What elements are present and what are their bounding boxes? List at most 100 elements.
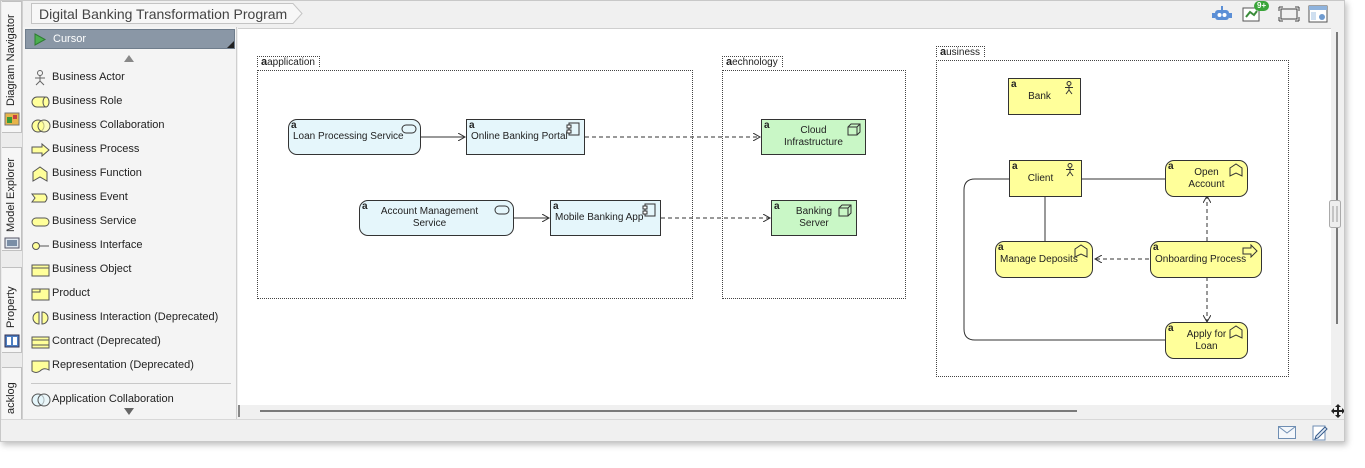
cursor-icon	[34, 33, 47, 46]
palette-item-label: Business Event	[52, 191, 128, 203]
node-open-account[interactable]: a Open Account	[1165, 160, 1248, 197]
palette-item-business-actor[interactable]: Business Actor	[29, 67, 234, 89]
robot-icon[interactable]	[1211, 4, 1233, 24]
node-label: Manage Deposits	[1000, 253, 1078, 265]
node-marker: a	[1012, 161, 1018, 172]
group-business-tab[interactable]: ausiness	[936, 46, 986, 58]
node-cloud-infrastructure[interactable]: a Cloud Infrastructure	[761, 119, 866, 155]
palette-item-business-interface[interactable]: Business Interface	[29, 235, 234, 257]
app-window: Digital Banking Transformation Program 9…	[0, 0, 1345, 442]
node-bank[interactable]: a Bank	[1008, 78, 1081, 115]
business-function-icon	[1074, 244, 1088, 258]
diagram-canvas[interactable]: aapplication aechnology ausiness a Loan …	[238, 28, 1331, 405]
notification-icon[interactable]	[1241, 4, 1263, 24]
pan-move-icon[interactable]	[1331, 404, 1345, 418]
node-loan-processing-service[interactable]: a Loan Processing Service	[288, 119, 421, 155]
node-label: Online Banking Portal	[471, 131, 568, 142]
palette-item-business-role[interactable]: Business Role	[29, 91, 234, 113]
node-label: Onboarding Process	[1155, 253, 1247, 265]
group-application[interactable]	[257, 70, 693, 299]
palette-item-label: Business Function	[52, 167, 142, 179]
palette-item-application-collaboration[interactable]: Application Collaboration	[29, 389, 234, 411]
palette-cursor-label: Cursor	[53, 33, 87, 45]
node-marker: a	[469, 120, 475, 131]
contract-icon	[31, 336, 50, 349]
breadcrumb-label: Digital Banking Transformation Program	[39, 6, 288, 22]
business-interaction-icon	[32, 311, 49, 325]
node-banking-server[interactable]: a Banking Server	[771, 200, 857, 236]
palette-item-representation[interactable]: Representation (Deprecated)	[29, 355, 234, 377]
edit-note-icon[interactable]	[1312, 424, 1329, 441]
palette-item-business-collaboration[interactable]: Business Collaboration	[29, 115, 234, 137]
group-technology[interactable]	[722, 70, 906, 299]
palette-item-label: Product	[52, 287, 90, 299]
palette-item-business-process[interactable]: Business Process	[29, 139, 234, 161]
tab-label: Diagram Navigator	[5, 14, 17, 106]
palette-item-label: Business Interaction (Deprecated)	[52, 311, 219, 323]
assignment-connector[interactable]	[963, 178, 1165, 341]
palette-item-label: Business Actor	[52, 71, 125, 83]
vertical-scrollbar[interactable]	[1329, 28, 1344, 405]
node-label: Loan Processing Service	[293, 131, 404, 142]
element-palette: Cursor Business Actor Business Role Busi…	[23, 27, 237, 419]
resize-grip-icon[interactable]	[1329, 200, 1341, 228]
group-marker: a	[726, 56, 733, 68]
scroll-down-icon[interactable]	[123, 407, 135, 417]
palette-item-contract[interactable]: Contract (Deprecated)	[29, 331, 234, 353]
node-label: Bank	[1028, 90, 1051, 102]
palette-item-business-function[interactable]: Business Function	[29, 163, 234, 185]
business-event-icon	[31, 193, 48, 203]
palette-item-business-service[interactable]: Business Service	[29, 211, 234, 233]
group-technology-tab[interactable]: aechnology	[722, 56, 783, 68]
palette-item-business-object[interactable]: Business Object	[29, 259, 234, 281]
palette-item-product[interactable]: Product	[29, 283, 234, 305]
group-application-tab[interactable]: aapplication	[257, 56, 320, 68]
business-service-icon	[31, 217, 50, 227]
palette-cursor-tool[interactable]: Cursor	[25, 29, 235, 49]
group-business[interactable]	[936, 60, 1289, 377]
node-online-banking-portal[interactable]: a Online Banking Portal	[466, 119, 585, 155]
palette-item-business-event[interactable]: Business Event	[29, 187, 234, 209]
technology-node-icon	[838, 204, 852, 217]
node-apply-for-loan[interactable]: a Apply for Loan	[1165, 322, 1248, 359]
node-onboarding-process[interactable]: a Onboarding Process	[1150, 241, 1262, 278]
business-actor-icon	[35, 70, 45, 86]
node-marker: a	[1153, 242, 1159, 253]
breadcrumb[interactable]: Digital Banking Transformation Program	[31, 3, 303, 24]
tab-label: acklog	[5, 382, 17, 414]
tab-property[interactable]: Property	[2, 267, 22, 353]
palette-item-label: Business Object	[52, 263, 132, 275]
breadcrumb-shape	[31, 3, 303, 24]
top-bar: Digital Banking Transformation Program 9…	[1, 1, 1344, 27]
layout-settings-icon[interactable]	[1307, 4, 1329, 24]
node-label: Cloud Infrastructure	[784, 125, 843, 148]
property-icon	[4, 334, 20, 348]
node-client[interactable]: a Client	[1009, 160, 1082, 197]
node-label: Open Account	[1188, 166, 1225, 190]
node-label: Client	[1027, 172, 1054, 184]
mail-icon[interactable]	[1278, 426, 1296, 439]
tab-diagram-navigator[interactable]: Diagram Navigator	[2, 1, 22, 133]
fit-diagram-icon[interactable]	[1278, 4, 1300, 24]
scroll-up-icon[interactable]	[123, 53, 135, 63]
node-marker: a	[1168, 323, 1174, 334]
horizontal-scrollbar[interactable]	[238, 405, 1331, 419]
node-label: Banking Server	[795, 206, 833, 229]
tab-model-explorer[interactable]: Model Explorer	[2, 147, 22, 251]
palette-divider	[31, 383, 231, 384]
application-component-icon	[642, 203, 656, 217]
node-marker: a	[362, 201, 368, 212]
palette-item-business-interaction[interactable]: Business Interaction (Deprecated)	[29, 307, 234, 329]
tab-backlog[interactable]: acklog	[2, 367, 22, 427]
business-collaboration-icon	[31, 119, 51, 133]
palette-item-label: Application Collaboration	[52, 393, 174, 405]
vertical-scroll-thumb[interactable]	[1336, 32, 1338, 324]
node-manage-deposits[interactable]: a Manage Deposits	[995, 241, 1093, 278]
application-collaboration-icon	[31, 393, 51, 407]
business-object-icon	[31, 264, 50, 277]
node-label: Apply for Loan	[1186, 328, 1227, 352]
node-mobile-banking-app[interactable]: a Mobile Banking App	[550, 200, 661, 236]
business-function-icon	[1229, 163, 1243, 177]
node-account-management-service[interactable]: a Account Management Service	[359, 200, 514, 236]
horizontal-scroll-thumb[interactable]	[260, 410, 1077, 412]
